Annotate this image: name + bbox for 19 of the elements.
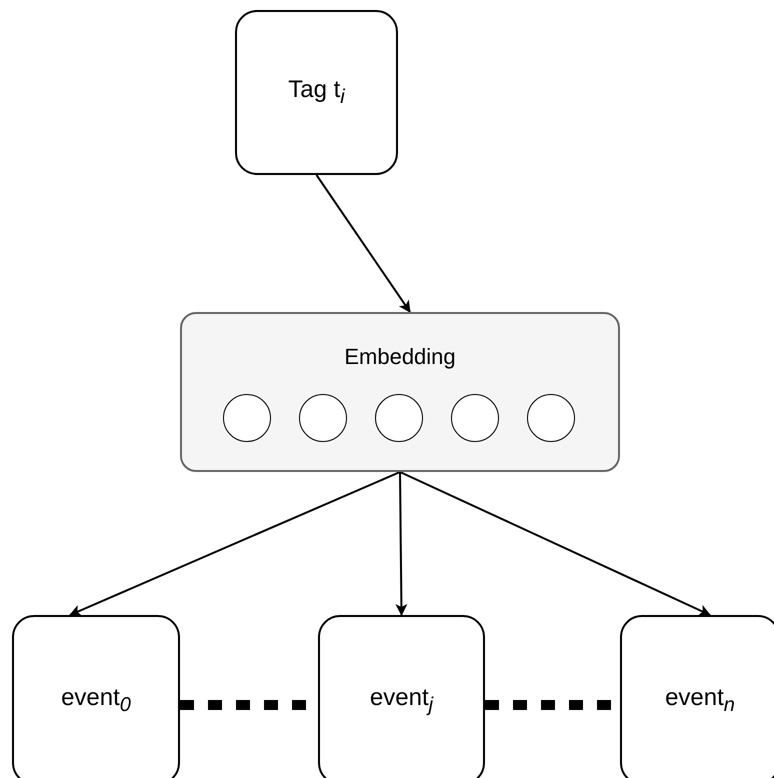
- process-box: [235, 10, 398, 175]
- node-label: Embedding: [344, 344, 456, 370]
- node-label: event$_{n}$: [665, 684, 735, 716]
- circle-node: [451, 394, 499, 442]
- node-label: event$_{j}$: [370, 684, 434, 716]
- node-label: event$_{0}$: [61, 684, 131, 716]
- arrow: [395, 472, 408, 616]
- circle-node: [299, 394, 347, 442]
- embedding-panel: [180, 312, 620, 472]
- process-box: [318, 615, 485, 778]
- circle-node: [223, 394, 271, 442]
- process-box: [620, 615, 774, 778]
- arrow: [400, 471, 711, 616]
- arrow: [316, 174, 411, 313]
- circle-node: [527, 394, 575, 442]
- node-label: Tag t$_{i}$: [288, 76, 345, 109]
- circle-node: [375, 394, 423, 442]
- arrow: [69, 471, 400, 616]
- process-box: [12, 615, 180, 778]
